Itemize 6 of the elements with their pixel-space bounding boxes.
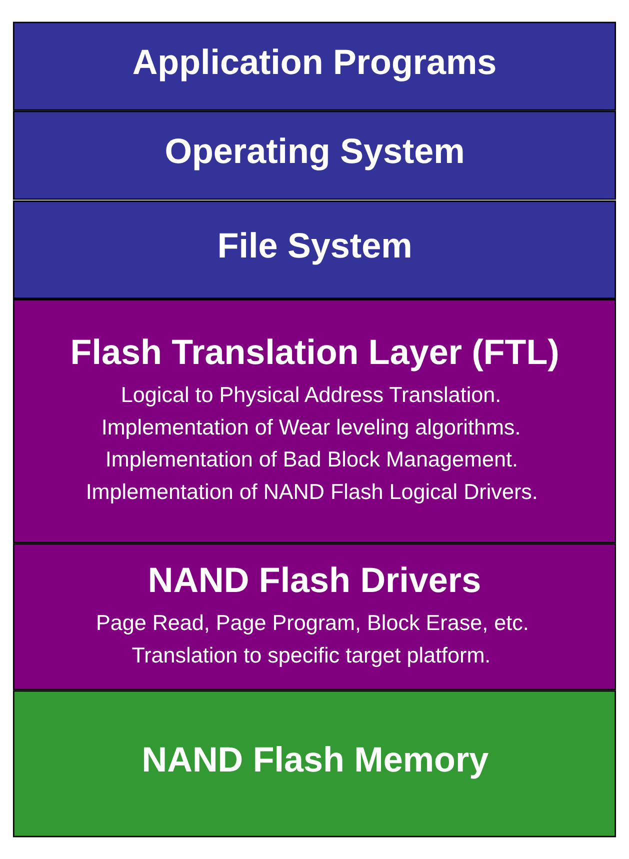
node-box: NAND Flash Memory: [12, 690, 616, 838]
node-box: NAND Flash Drivers Page Read, Page Program, Block Erase, etc. Translation to specific target platform.: [12, 543, 616, 690]
node-box: File System: [12, 200, 616, 299]
node-box: Flash Translation Layer (FTL) Logical to Physical Address Translation. Implementation of Wear leveling algorithms. Implementation of Bad Block Management. Implementation of NAND Flash Logical Drivers.: [12, 298, 616, 544]
node-box: Operating System: [12, 110, 616, 200]
node-box: Application Programs: [12, 22, 616, 111]
